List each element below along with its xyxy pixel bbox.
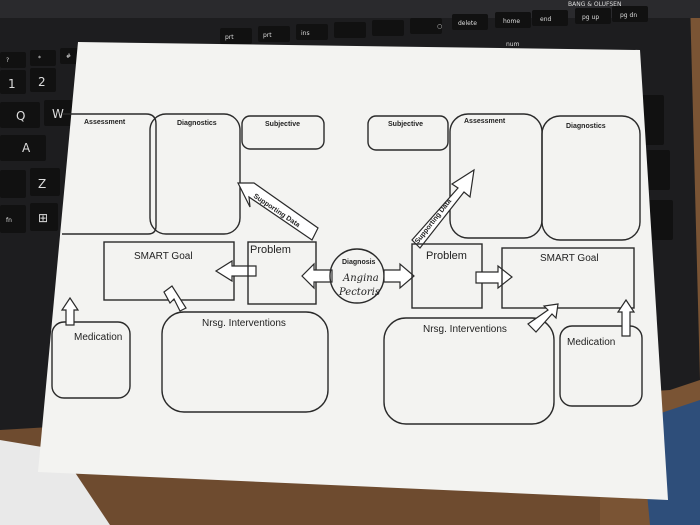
handwritten-angina: Angina [342,273,379,284]
key-label: W [52,107,64,121]
assessment-label: Assessment [84,119,126,126]
pgup-key [575,8,611,24]
nrsg-interventions-box-right [383,317,555,425]
problem-to-goal-arrow-right [475,264,513,290]
diagnostics-box [149,113,241,235]
key [0,205,26,233]
key [645,200,673,240]
left-care-map: Assessment Diagnostics Subjective Suppor… [51,113,329,413]
key-label: delete [458,20,477,27]
key-label: ○ [437,23,442,30]
subjective-box [241,115,325,150]
diagnostics-label-right: Diagnostics [566,123,606,130]
key-label: fn [6,217,12,224]
end-key [532,10,568,26]
key-label: 2 [38,75,46,89]
medication-up-arrow [60,296,80,326]
home-key [495,12,531,28]
key [30,168,60,196]
smart-goal-label-right: SMART Goal [540,253,599,264]
interventions-up-arrow [163,285,187,312]
left-keys: ? * # 1 2 Q W A Z fn ⊞ [0,48,82,233]
nrsg-interventions-label-right: Nrsg. Interventions [423,324,507,335]
key [410,18,442,34]
key [372,20,404,36]
key [30,50,56,66]
key [30,203,58,231]
medication-label-right: Medication [567,337,615,348]
medication-box [51,321,131,399]
key [334,22,366,38]
key-label: ins [301,30,310,37]
subjective-box-right [367,115,449,151]
pgdn-key [612,6,648,22]
diagnosis-left-arrow [301,262,333,290]
problem-label-right: Problem [426,250,467,262]
key-label: pg up [582,14,599,21]
key-label: prt [225,34,234,41]
problem-to-goal-arrow [214,259,257,283]
function-key-row: prt prt ins ○ delete home end pg up pg d… [220,1,648,48]
medication-box-right [559,325,643,407]
white-sheet-corner [0,440,110,525]
key [0,135,46,161]
key-label: pg dn [620,12,637,19]
key [220,28,252,44]
brand-text: BANG & OLUFSEN [568,1,621,8]
supporting-data-arrow-right [411,168,475,249]
key-label: end [540,16,551,23]
key-label: Q [16,109,25,123]
key-label: ? [6,57,9,64]
interventions-up-arrow-right [527,303,559,333]
delete-key [452,14,488,30]
key-label: A [22,141,31,155]
key-label: * [38,55,41,62]
key [258,26,290,42]
worksheet-paper [38,42,668,500]
diagnostics-box-right [541,115,641,241]
subjective-label: Subjective [265,121,300,128]
key [44,100,74,126]
key-label: ⊞ [38,211,48,225]
assessment-box [62,113,157,235]
key-label: prt [263,32,272,39]
key-label: # [66,53,71,60]
diagnosis-center: Diagnosis Angina Pectoris [301,248,415,304]
supporting-data-arrow [237,182,319,241]
nrsg-interventions-box [161,311,329,413]
subjective-label-right: Subjective [388,121,423,128]
key [0,102,40,128]
diagnosis-right-arrow [383,262,415,290]
problem-label: Problem [250,244,291,256]
key [0,70,26,94]
key [30,68,56,92]
medication-up-arrow-right [616,298,636,337]
medication-label: Medication [74,332,122,343]
num-label: num [506,41,520,48]
diagnostics-label: Diagnostics [177,120,217,127]
key-label: 1 [8,77,16,91]
handwritten-pectoris: Pectoris [338,287,380,298]
key-label: home [503,18,520,25]
smart-goal-box-right [501,247,635,309]
nrsg-interventions-label: Nrsg. Interventions [202,318,286,329]
diagnosis-label: Diagnosis [342,259,376,266]
smart-goal-label: SMART Goal [134,251,193,262]
key-label: Z [38,177,46,191]
key [0,52,26,68]
assessment-label-right: Assessment [464,118,506,125]
key [0,170,26,198]
key [296,24,328,40]
